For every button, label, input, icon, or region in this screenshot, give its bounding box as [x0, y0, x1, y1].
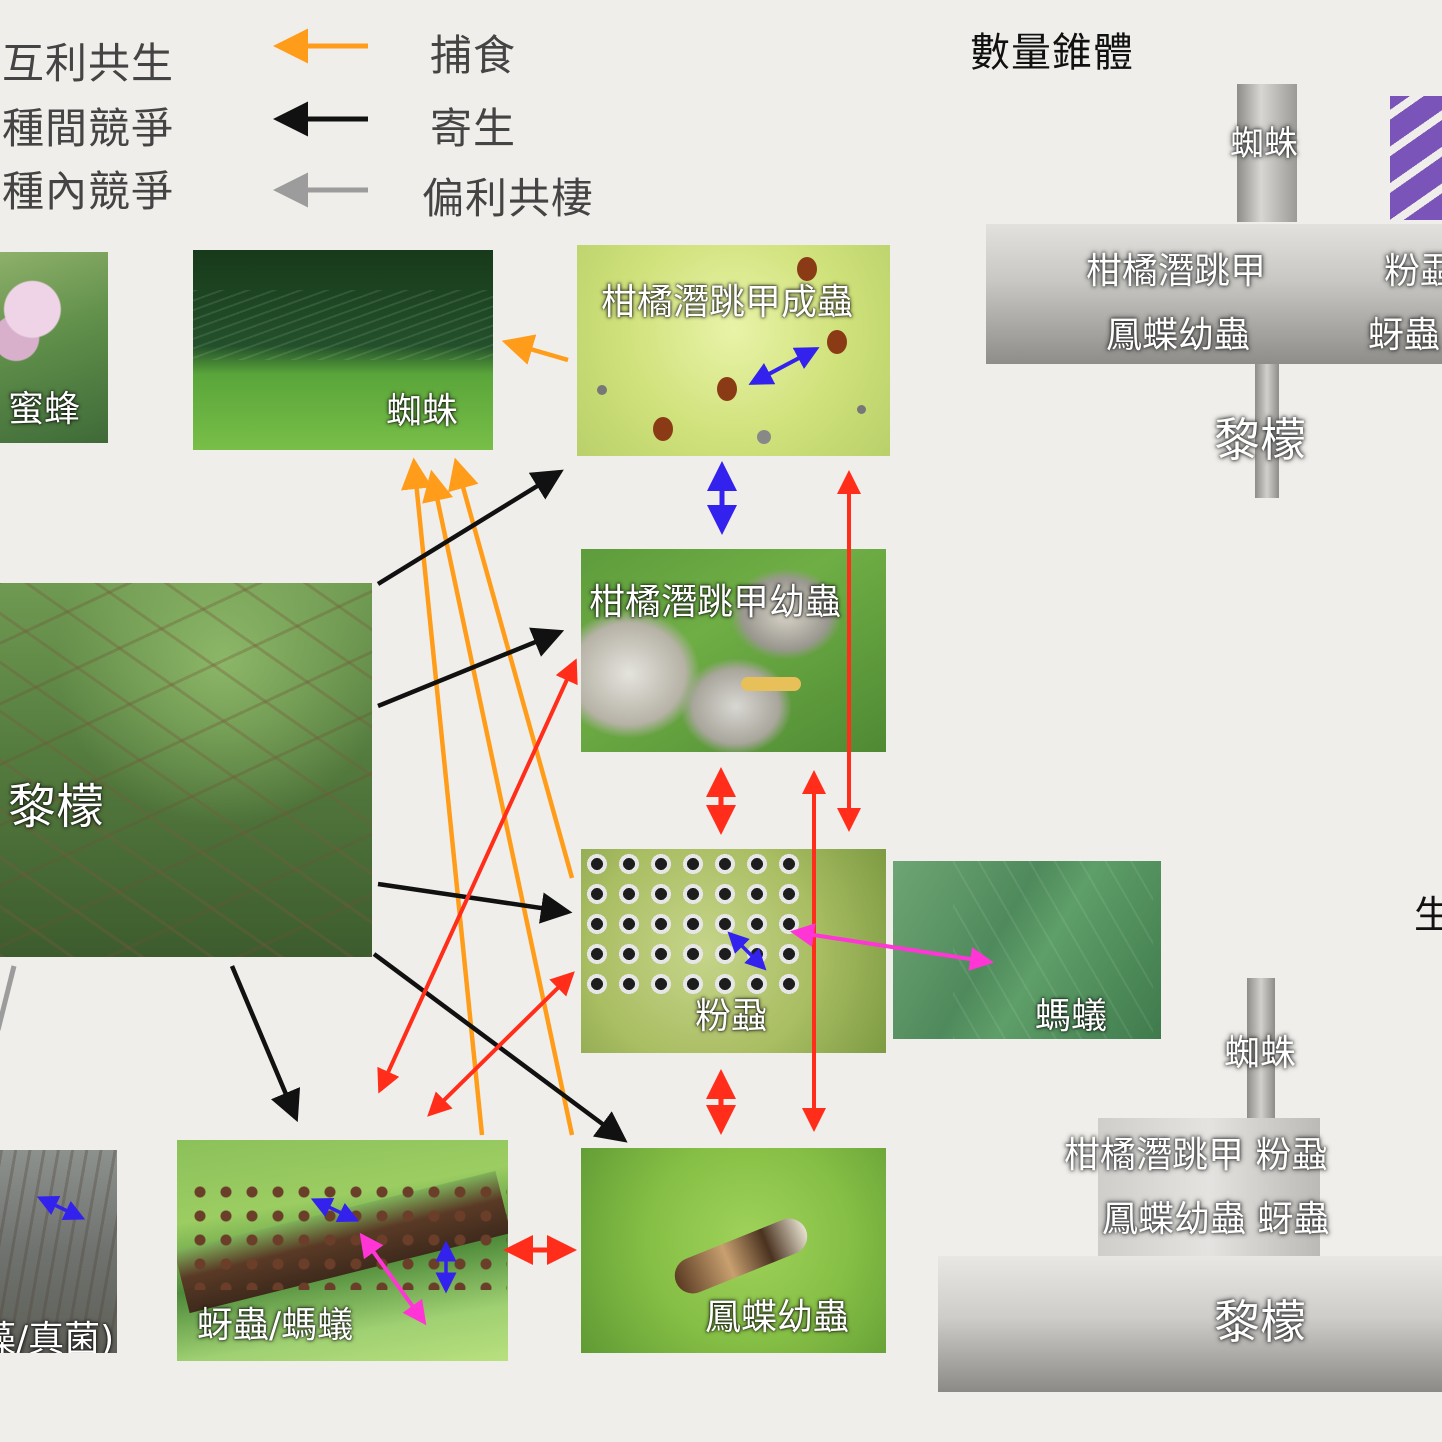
bee-photo: 蜜蜂	[0, 252, 108, 443]
larva-body	[741, 677, 801, 691]
predation-arrow	[501, 334, 569, 365]
pyramid-title: 數量錐體	[970, 30, 1134, 76]
pyramid-bottom-spider-label: 蜘蛛	[1224, 1033, 1297, 1074]
pyramid-bottom-lemon-bar	[938, 1256, 1442, 1392]
leaf-mine	[731, 569, 841, 659]
legend-intraspecific-label: 種內競爭	[2, 167, 175, 216]
interspecific-arrow	[377, 658, 578, 1094]
parasitism-arrow	[376, 469, 564, 586]
pyramid-top-swallowtail-label: 鳳蝶幼蟲	[1106, 315, 1251, 356]
lemon-photo: 黎檬	[0, 583, 372, 957]
interspecific-arrow	[427, 971, 575, 1117]
intraspecific-arrow	[727, 931, 767, 971]
leaf-hole	[597, 385, 607, 395]
pyramid-top-aphid-label: 蚜蟲	[1368, 315, 1441, 356]
commensalism-arrow	[0, 965, 17, 1031]
beetle-larva-photo: 柑橘潛跳甲幼蟲	[581, 549, 886, 752]
beetle-larva-label: 柑橘潛跳甲幼蟲	[589, 582, 842, 623]
mutualism-arrow	[359, 1232, 427, 1326]
spider-label: 蜘蛛	[386, 391, 459, 432]
leaf-hole	[757, 430, 771, 444]
aphid-ant-label: 蚜蟲/螞蟻	[197, 1305, 354, 1346]
fungus-photo: 藻/真菌)	[0, 1150, 117, 1353]
side-char: 生	[1414, 893, 1442, 937]
pyramid-top-middle-bar	[986, 224, 1442, 364]
pyramid-bottom-spider-bar	[1247, 978, 1275, 1118]
intraspecific-arrow	[310, 1198, 360, 1222]
beetle-spot	[717, 377, 737, 401]
beetle-adult-label: 柑橘潛跳甲成蟲	[601, 282, 854, 323]
pyramid-top-scale-label: 粉蝨	[1384, 251, 1442, 292]
spider-web	[193, 290, 493, 360]
pyramid-top-lemon-label: 黎檬	[1214, 413, 1306, 467]
spider-photo: 蜘蛛	[193, 250, 493, 450]
pyramid-top-lemon-bar	[1255, 364, 1279, 498]
legend-parasitism-label: 寄生	[430, 104, 517, 153]
pyramid-top-spider-label: 蜘蛛	[1230, 124, 1298, 164]
leaf-mine	[681, 659, 791, 752]
beetle-spot	[653, 417, 673, 441]
pyramid-accent-shape	[1390, 96, 1442, 220]
swallowtail-photo: 鳳蝶幼蟲	[581, 1148, 886, 1353]
bee-label: 蜜蜂	[8, 389, 81, 430]
scale-label: 粉蝨	[695, 996, 768, 1037]
lemon-label: 黎檬	[8, 779, 105, 835]
pyramid-bottom-middle-bar	[1098, 1118, 1320, 1256]
leaf-hole	[857, 405, 866, 414]
intraspecific-arrow	[748, 347, 820, 385]
ant-label: 螞蟻	[1035, 996, 1108, 1037]
swallowtail-label: 鳳蝶幼蟲	[705, 1297, 850, 1338]
legend-interspecific-label: 種間競爭	[2, 104, 175, 153]
mutualism-arrow	[790, 923, 994, 971]
pyramid-bottom-row2-label: 鳳蝶幼蟲 蚜蟲	[1102, 1199, 1330, 1240]
pyramid-top-spider-bar	[1237, 84, 1297, 222]
parasitism-arrow	[229, 965, 301, 1123]
predation-arrow	[401, 457, 485, 1136]
fungus-label: 藻/真菌)	[0, 1319, 115, 1353]
pyramid-top-beetle-label: 柑橘潛跳甲	[1086, 251, 1267, 292]
beetle-adult-photo: 柑橘潛跳甲成蟲	[577, 245, 890, 456]
legend-commensalism-label: 偏利共棲	[422, 174, 595, 223]
pyramid-bottom-row1-label: 柑橘潛跳甲 粉蝨	[1064, 1135, 1328, 1176]
pyramid-bottom-lemon-label: 黎檬	[1214, 1295, 1306, 1349]
legend-mutualism-label: 互利共生	[2, 39, 175, 88]
beetle-spot	[797, 257, 817, 281]
legend-predation-label: 捕食	[430, 31, 517, 80]
beetle-spot	[827, 330, 847, 354]
intraspecific-arrow	[36, 1196, 86, 1220]
scale-cluster	[581, 849, 811, 999]
